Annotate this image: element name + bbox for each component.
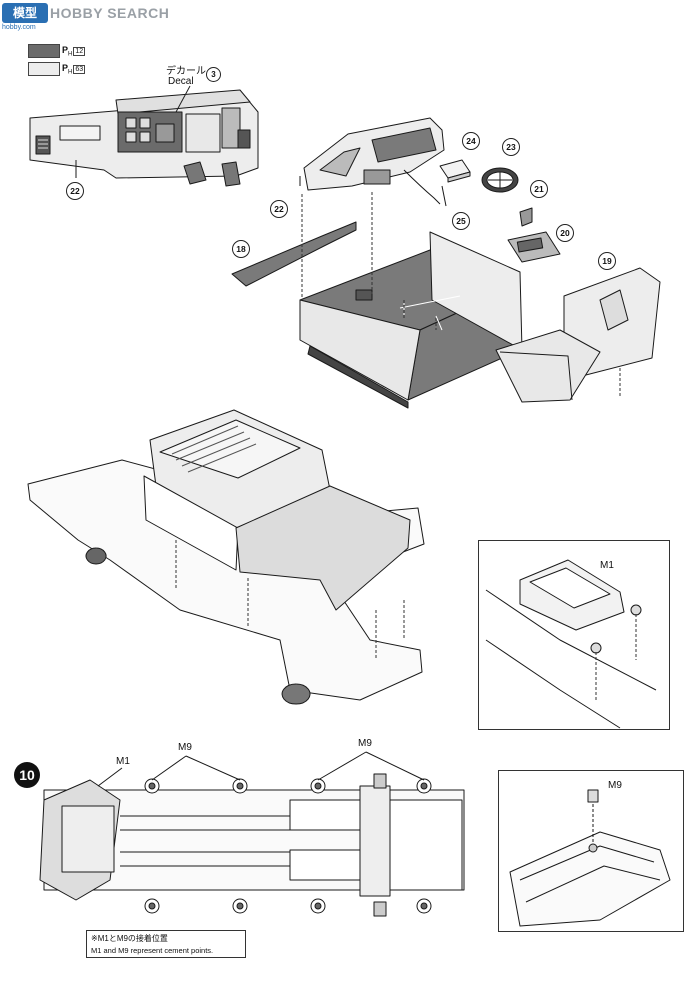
part-20: 20 <box>556 224 574 242</box>
chassis-m9-label-b: M9 <box>358 738 372 749</box>
watermark-logo: 模型 <box>2 3 48 23</box>
site-watermark: 模型 HOBBY SEARCH <box>2 2 169 24</box>
steering-wheel <box>481 167 519 193</box>
chassis-with-interior <box>27 409 425 705</box>
part-24: 24 <box>462 132 480 150</box>
decal-number: 3 <box>206 67 221 82</box>
cement-note-en: M1 and M9 represent cement points. <box>91 946 214 955</box>
legend-dark-swatch <box>28 44 60 58</box>
decal-label-en: Decal <box>168 76 194 87</box>
watermark-text: HOBBY SEARCH <box>50 5 170 21</box>
dashboard-front-view <box>29 89 259 187</box>
cement-note-box: ※M1とM9の接着位置 M1 and M9 represent cement p… <box>86 930 246 958</box>
interior-tub <box>231 221 523 409</box>
decal-label-jp: デカール <box>166 66 206 77</box>
inset-m9-drawing <box>509 789 671 927</box>
legend-dark-prefix: P <box>62 45 69 55</box>
part-22-left: 22 <box>66 182 84 200</box>
part-19: 19 <box>598 252 616 270</box>
dashboard-angled-view <box>299 117 445 191</box>
step-number: 10 <box>14 762 40 788</box>
legend-light-sub: H <box>68 69 73 76</box>
shift-knob <box>519 207 533 227</box>
part-18: 18 <box>232 240 250 258</box>
part-22: 22 <box>270 200 288 218</box>
chassis-m9-label-a: M9 <box>178 742 192 753</box>
watermark-url: hobby.com <box>2 24 36 31</box>
part-23: 23 <box>502 138 520 156</box>
part-25: 25 <box>452 212 470 230</box>
cement-note-jp: ※M1とM9の接着位置 <box>91 934 168 943</box>
legend-dark-page: 12 <box>73 47 86 56</box>
inset-m1-drawing <box>485 559 657 729</box>
inset-panel-m9 <box>498 770 684 932</box>
part-21: 21 <box>530 180 548 198</box>
inset-m1-label: M1 <box>600 560 614 571</box>
assembly-guides <box>301 192 621 396</box>
chassis-m1-label: M1 <box>116 756 130 767</box>
chassis-top-view <box>39 751 465 917</box>
legend-light-prefix: P <box>62 63 69 73</box>
legend-dark-sub: H <box>68 51 73 58</box>
legend-light-swatch <box>28 62 60 76</box>
inset-m9-label: M9 <box>608 780 622 791</box>
rear-seat <box>495 267 661 403</box>
part-24-unit <box>403 159 471 207</box>
legend-light-page: 63 <box>73 65 86 74</box>
inset-panel-m1 <box>478 540 670 730</box>
